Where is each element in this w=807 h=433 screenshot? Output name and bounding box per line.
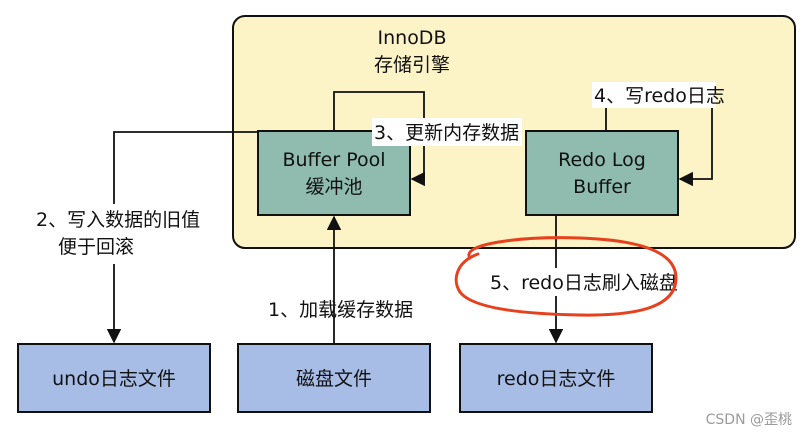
step-3-label-bg xyxy=(372,118,522,146)
step-4-label-bg xyxy=(592,82,716,108)
step-5-label-bg xyxy=(488,268,656,296)
step-1-label: 1、加载缓存数据 xyxy=(268,299,413,321)
redo-log-buffer-label: Redo Log xyxy=(558,149,646,171)
redo-log-file-label: redo日志文件 xyxy=(497,368,616,390)
step-3-label: 3、更新内存数据 xyxy=(374,122,519,144)
redo-log-file-box xyxy=(459,343,653,413)
buffer-pool-sublabel: 缓冲池 xyxy=(305,176,362,198)
step-2-label-line2: 便于回滚 xyxy=(58,236,134,258)
step-5-highlight-circle xyxy=(454,236,678,317)
undo-log-file-box xyxy=(17,343,211,413)
disk-file-label: 磁盘文件 xyxy=(296,368,372,390)
step-5-label: 5、redo日志刷入磁盘 xyxy=(490,272,678,294)
arrow-write-undo xyxy=(106,131,258,344)
step-2-label-line1: 2、写入数据的旧值 xyxy=(36,209,200,231)
undo-log-file-label: undo日志文件 xyxy=(52,368,176,390)
arrow-update-memory xyxy=(333,91,425,187)
buffer-pool-label: Buffer Pool xyxy=(282,149,385,171)
redo-log-buffer-box xyxy=(525,130,679,216)
watermark: CSDN @歪桃 xyxy=(706,412,792,428)
engine-title: InnoDB xyxy=(378,27,447,49)
disk-file-box xyxy=(237,343,431,413)
redo-log-buffer-sublabel: Buffer xyxy=(573,176,631,198)
step-2-label-bg xyxy=(36,204,202,264)
step-4-label: 4、写redo日志 xyxy=(594,85,725,107)
engine-subtitle: 存储引擎 xyxy=(374,54,450,76)
